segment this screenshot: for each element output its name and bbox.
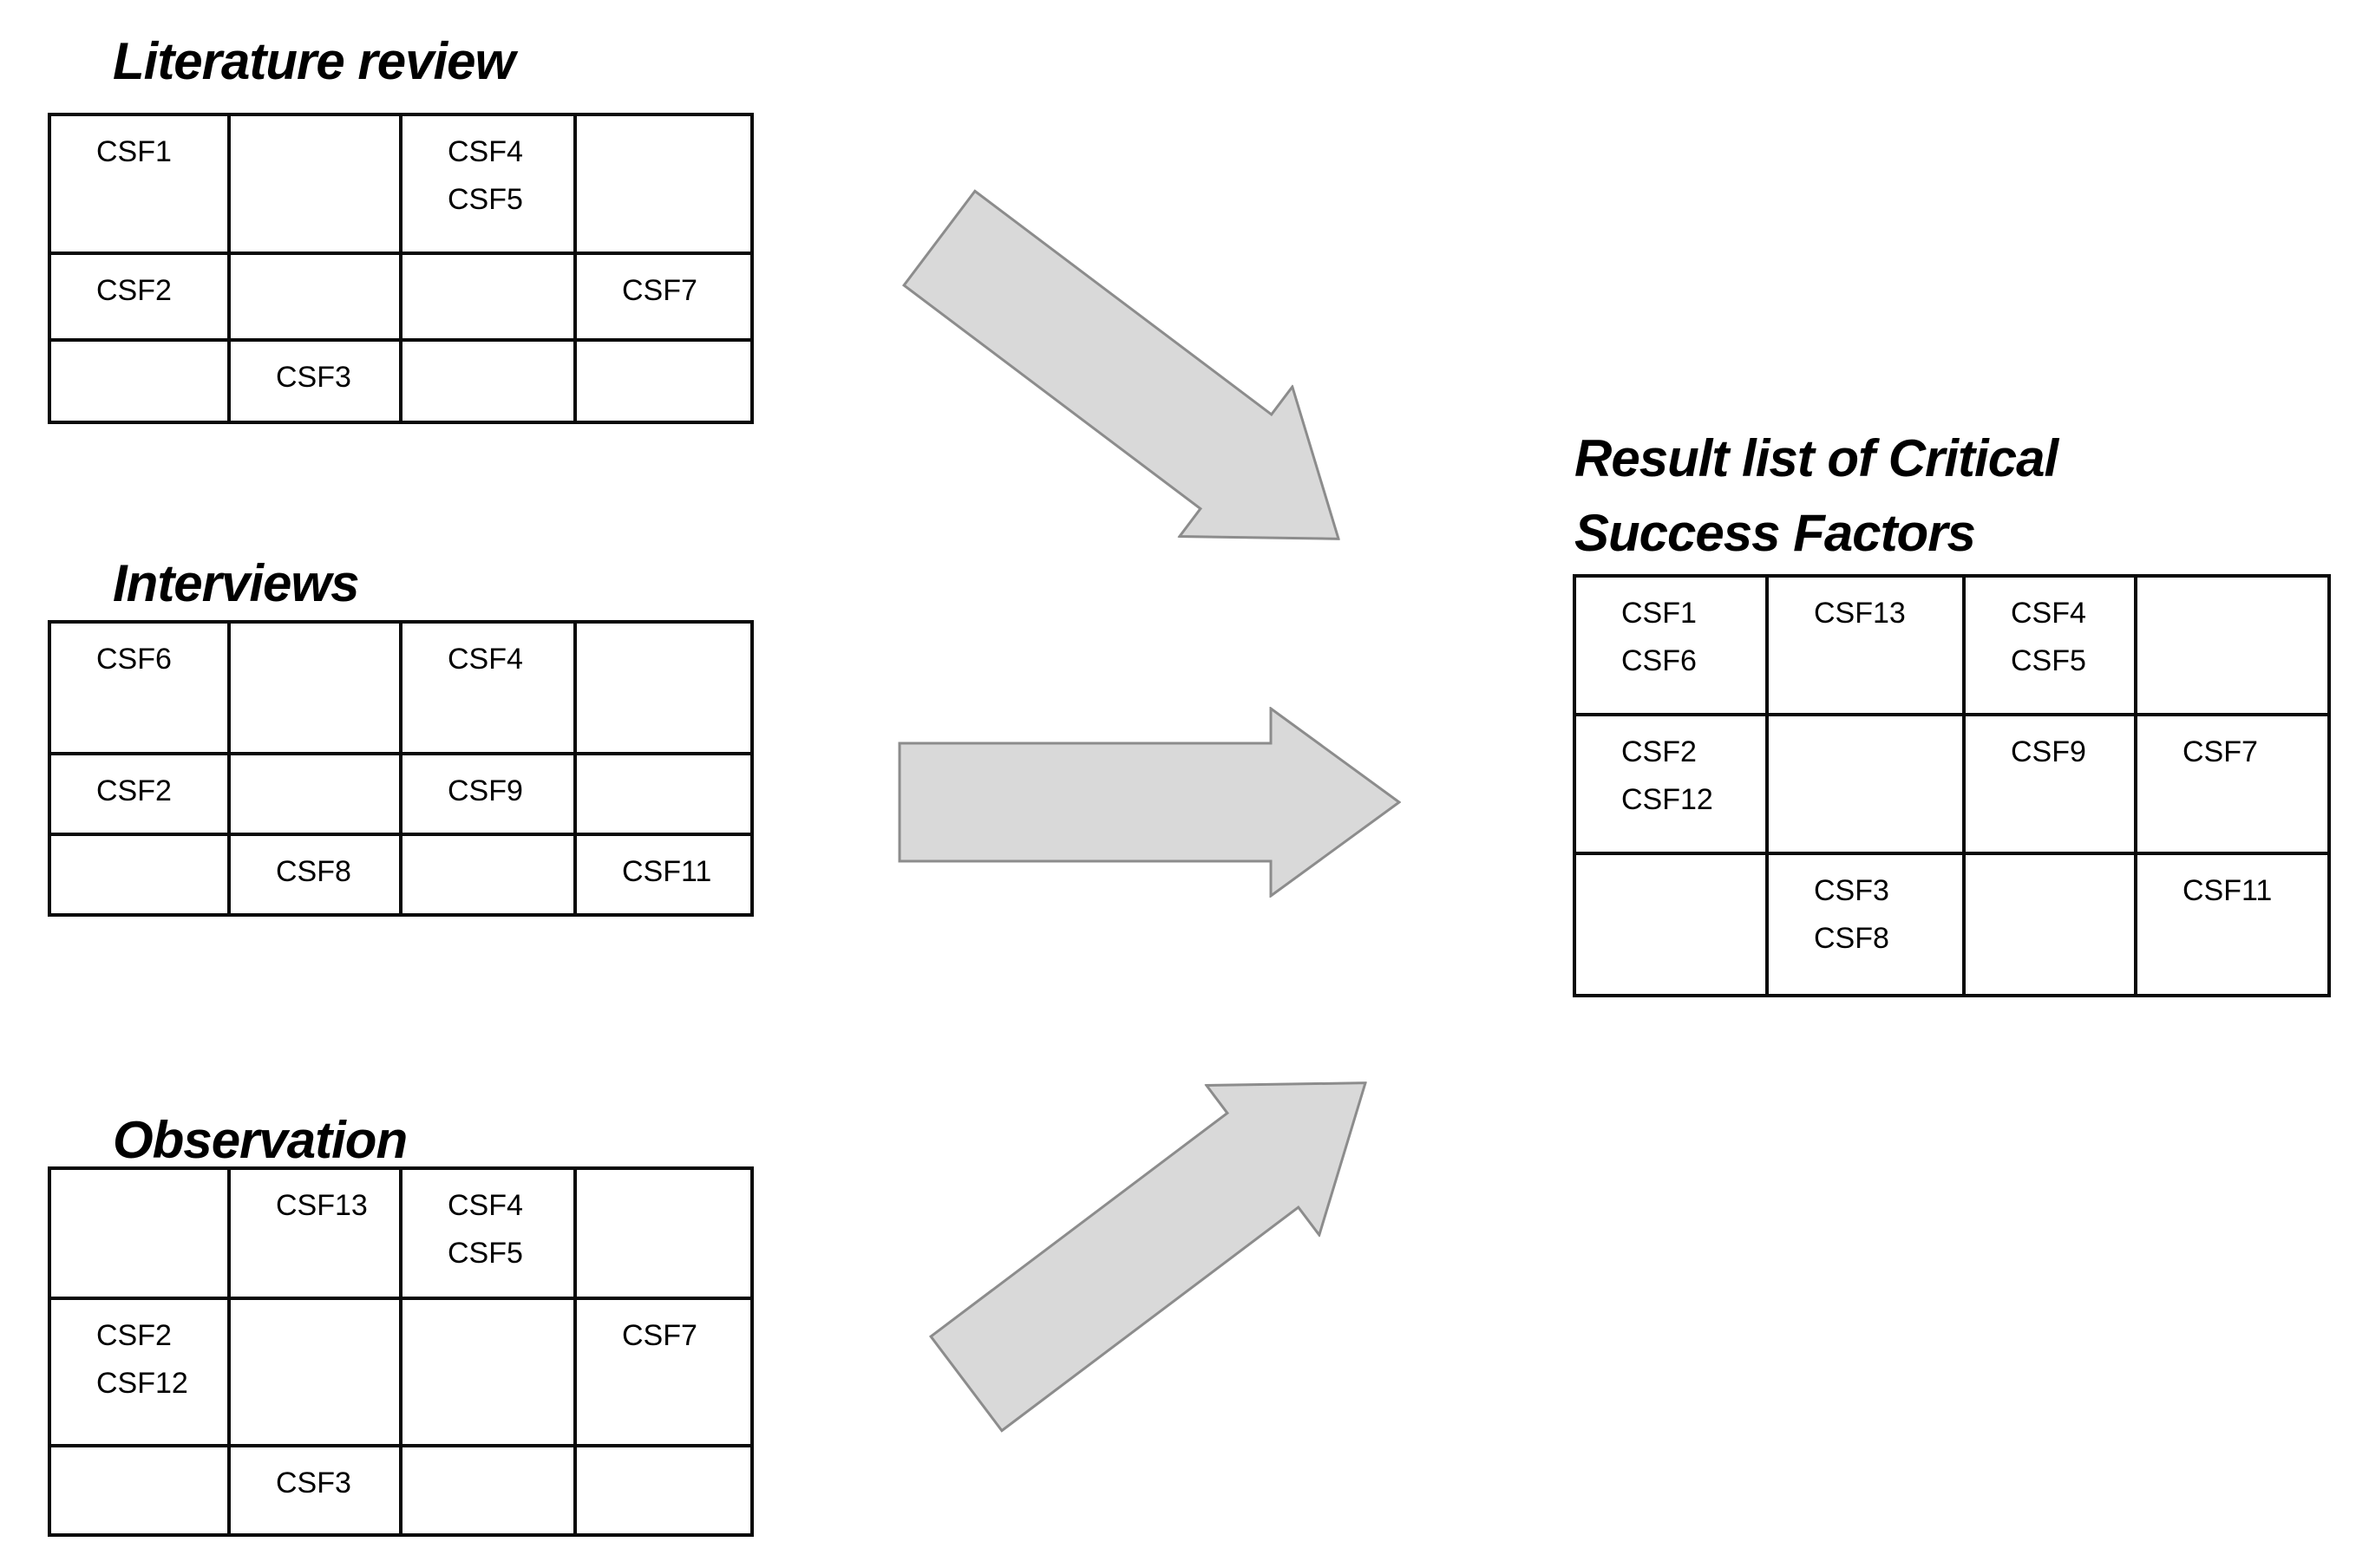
table-cell (1962, 852, 2137, 997)
table-cell (573, 113, 754, 255)
interviews-title: Interviews (113, 554, 359, 612)
table-cell: CSF3 CSF8 (1765, 852, 1966, 997)
table-cell: CSF4 CSF5 (399, 1166, 577, 1300)
arrow-observation-to-result-icon (928, 1081, 1368, 1433)
table-cell: CSF7 (573, 252, 754, 342)
table-cell (48, 1166, 231, 1300)
table-cell (48, 1444, 231, 1537)
table-cell: CSF2 CSF12 (48, 1297, 231, 1447)
arrow-interviews-to-result-icon (898, 707, 1401, 898)
block-arrow-shape (901, 189, 1341, 540)
table-cell (573, 620, 754, 755)
table-cell: CSF3 (227, 338, 402, 424)
table-cell: CSF9 (1962, 713, 2137, 855)
table-cell: CSF13 (227, 1166, 402, 1300)
table-row: CSF6 CSF4 (48, 620, 754, 755)
table-cell (227, 620, 402, 755)
table-row: CSF8 CSF11 (48, 833, 754, 917)
result-list-table: CSF1 CSF6 CSF13 CSF4 CSF5 CSF2 CSF12 CSF… (1573, 574, 2331, 997)
table-cell: CSF1 (48, 113, 231, 255)
table-cell: CSF6 (48, 620, 231, 755)
table-cell: CSF2 CSF12 (1573, 713, 1769, 855)
table-row: CSF3 (48, 1444, 754, 1537)
table-cell (399, 252, 577, 342)
literature-review-title: Literature review (113, 32, 515, 90)
table-cell: CSF7 (2134, 713, 2331, 855)
interviews-table: CSF6 CSF4 CSF2 CSF9 CSF8 CSF11 (48, 620, 754, 917)
table-row: CSF2 CSF9 (48, 752, 754, 836)
table-row: CSF3 CSF8 CSF11 (1573, 852, 2331, 997)
table-cell: CSF11 (573, 833, 754, 917)
table-cell (399, 1444, 577, 1537)
table-row: CSF2 CSF12 CSF7 (48, 1297, 754, 1447)
table-cell: CSF13 (1765, 574, 1966, 716)
result-list-title-line1: Result list of Critical (1574, 429, 2058, 487)
observation-title: Observation (113, 1111, 408, 1169)
table-row: CSF3 (48, 338, 754, 424)
table-cell: CSF7 (573, 1297, 754, 1447)
table-cell (399, 338, 577, 424)
table-cell: CSF2 (48, 752, 231, 836)
table-row: CSF1 CSF4 CSF5 (48, 113, 754, 255)
table-cell: CSF2 (48, 252, 231, 342)
table-row: CSF1 CSF6 CSF13 CSF4 CSF5 (1573, 574, 2331, 716)
table-row: CSF13 CSF4 CSF5 (48, 1166, 754, 1300)
table-cell (227, 252, 402, 342)
table-cell: CSF4 CSF5 (1962, 574, 2137, 716)
table-cell: CSF9 (399, 752, 577, 836)
table-cell: CSF8 (227, 833, 402, 917)
table-cell (573, 338, 754, 424)
table-cell (1765, 713, 1966, 855)
table-cell (573, 752, 754, 836)
table-cell (1573, 852, 1769, 997)
table-cell (227, 752, 402, 836)
table-cell (573, 1166, 754, 1300)
table-cell: CSF3 (227, 1444, 402, 1537)
result-list-title-line2: Success Factors (1574, 504, 1976, 562)
arrow-literature-to-result-icon (901, 189, 1341, 540)
table-row: CSF2 CSF7 (48, 252, 754, 342)
table-cell (573, 1444, 754, 1537)
table-cell: CSF11 (2134, 852, 2331, 997)
table-cell (2134, 574, 2331, 716)
result-list-title: Result list of Critical Success Factors (1574, 421, 2058, 571)
table-cell: CSF1 CSF6 (1573, 574, 1769, 716)
table-row: CSF2 CSF12 CSF9 CSF7 (1573, 713, 2331, 855)
block-arrow-shape (898, 707, 1401, 898)
block-arrow-shape (928, 1081, 1368, 1433)
table-cell: CSF4 CSF5 (399, 113, 577, 255)
table-cell (399, 833, 577, 917)
literature-review-table: CSF1 CSF4 CSF5 CSF2 CSF7 CSF3 (48, 113, 754, 424)
table-cell (227, 1297, 402, 1447)
observation-table: CSF13 CSF4 CSF5 CSF2 CSF12 CSF7 CSF3 (48, 1166, 754, 1537)
table-cell (227, 113, 402, 255)
table-cell: CSF4 (399, 620, 577, 755)
table-cell (399, 1297, 577, 1447)
table-cell (48, 833, 231, 917)
table-cell (48, 338, 231, 424)
